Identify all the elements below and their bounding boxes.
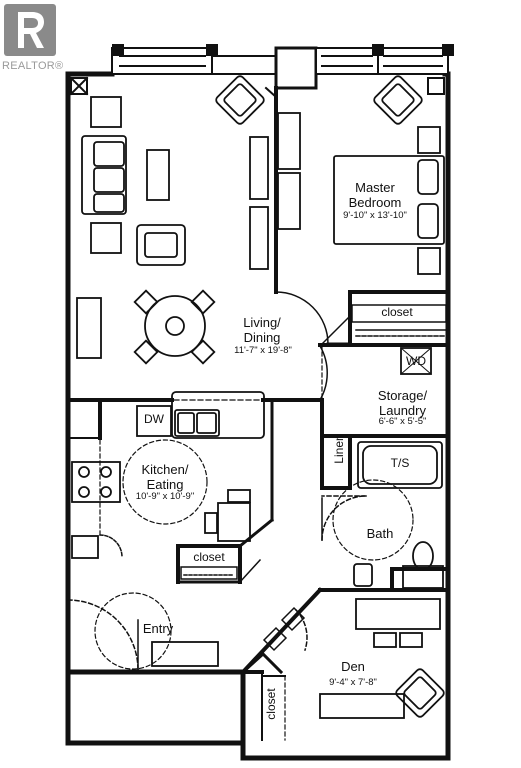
dishwasher-label: DW [144, 412, 164, 426]
bath-label: Bath [366, 526, 394, 541]
linen-label: Linen [332, 434, 346, 464]
living-furniture [76, 75, 269, 365]
tub-shower-label: T/S [390, 456, 410, 470]
den-furniture [319, 598, 445, 719]
living-dining-label: Living/ Dining [243, 315, 281, 345]
den-closet [240, 651, 286, 741]
entry-label: Entry [142, 621, 174, 636]
storage-bath-fixtures [332, 347, 444, 589]
kitchen-eating-label: Kitchen/ Eating [141, 462, 189, 492]
bedroom-furniture [277, 75, 445, 275]
den-dimensions: 9'-4" x 7'-8" [329, 677, 377, 688]
storage-laundry-label: Storage/ Laundry [377, 388, 428, 418]
den-closet-label: closet [264, 688, 278, 720]
living-dining-dimensions: 11'-7" x 19'-8" [234, 345, 292, 356]
realtor-logo-text: REALTOR® [2, 60, 64, 72]
storage-laundry-dimensions: 6'-6" x 5'-5" [378, 416, 427, 427]
corner-columns [69, 76, 445, 96]
master-bedroom-dimensions: 9'-10" x 13'-10" [343, 210, 407, 221]
bedroom-closet [351, 304, 447, 337]
washer-dryer-label: WD [406, 354, 426, 368]
kitchen-closet-label: closet [193, 550, 225, 564]
bedroom-closet-label: closet [381, 305, 413, 319]
kitchen-closet [176, 558, 262, 584]
entry-fixtures [94, 592, 219, 670]
realtor-logo: REALTOR® [0, 0, 64, 78]
master-bedroom-label: Master Bedroom [348, 180, 402, 210]
kitchen-furniture [71, 391, 265, 559]
doors [67, 291, 367, 671]
realtor-r-icon [4, 4, 56, 56]
den-label: Den [341, 659, 365, 674]
interior-walls [66, 86, 450, 675]
top-windows [111, 44, 454, 90]
exterior-walls [65, 71, 451, 761]
kitchen-eating-dimensions: 10'-9" x 10'-9" [135, 491, 195, 502]
